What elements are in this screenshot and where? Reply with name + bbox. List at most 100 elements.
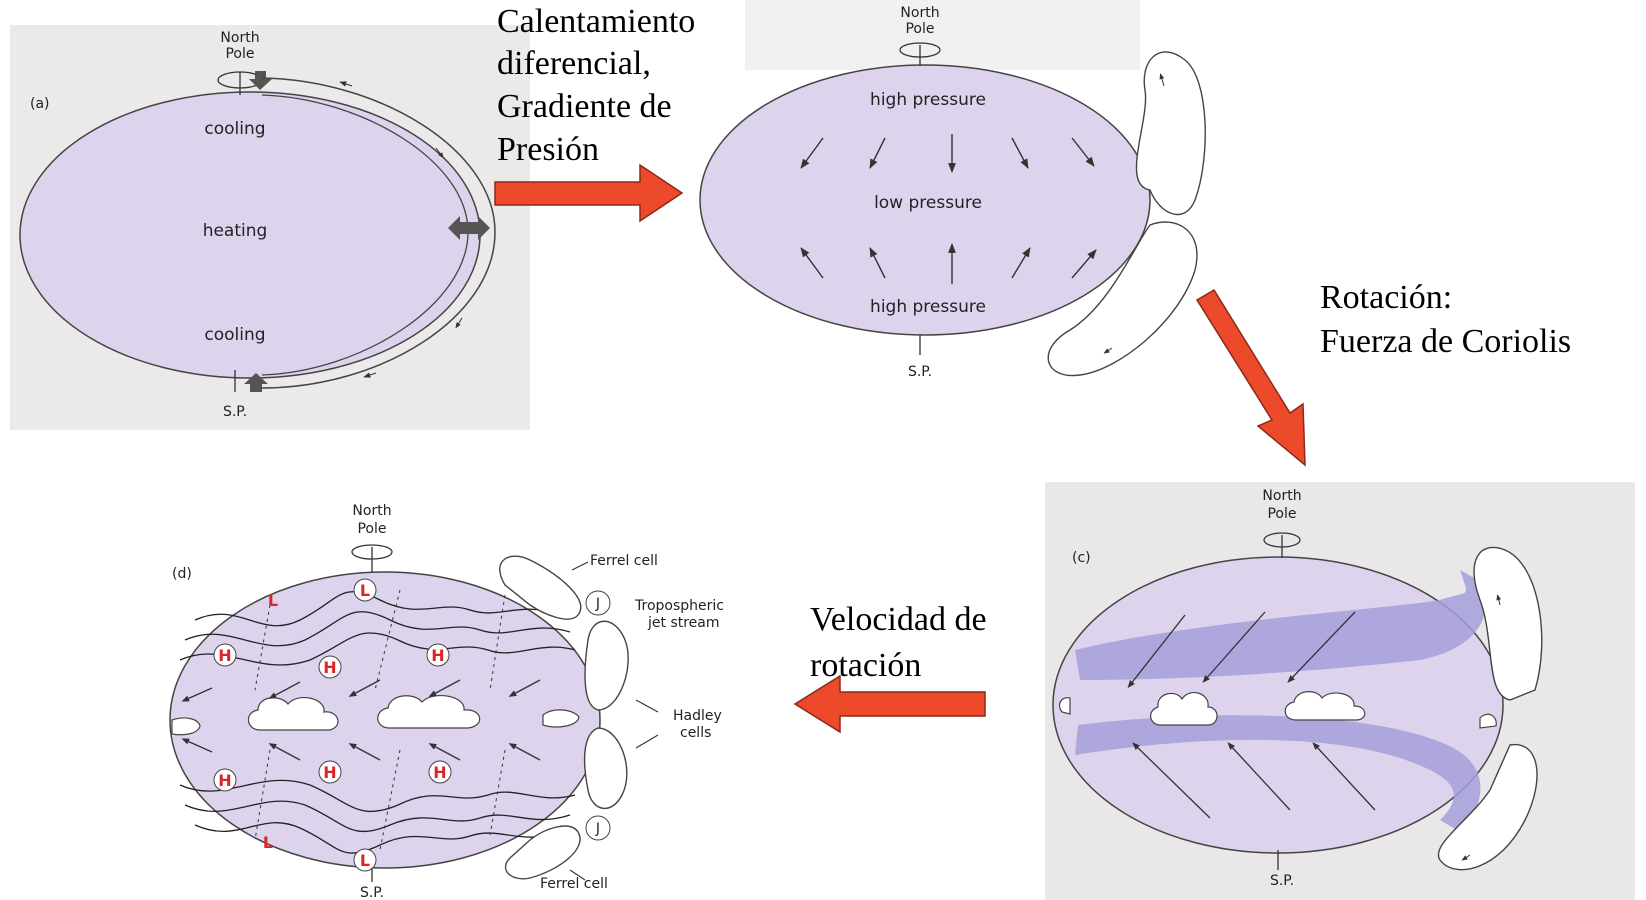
convection-cell-south xyxy=(1047,221,1198,377)
low-pressure-marker: L xyxy=(268,591,278,610)
low-pressure-label: low pressure xyxy=(874,193,982,213)
hadley-cell-north-shape xyxy=(584,620,629,711)
caption-line: Presión xyxy=(497,131,599,168)
downward-block-arrow-icon xyxy=(249,71,272,90)
north-pole-label-line1: North xyxy=(352,503,391,519)
jet-label-top: J xyxy=(595,596,600,612)
svg-text:H: H xyxy=(323,763,336,782)
high-pressure-marker: H xyxy=(426,643,450,667)
low-pressure-marker: L xyxy=(263,833,273,852)
south-pole-label-a: S.P. xyxy=(223,404,247,420)
caption-line: Gradiente de xyxy=(497,88,672,125)
wind-arrow xyxy=(800,137,824,169)
panel-c-tag: (c) xyxy=(1072,550,1091,566)
jet-stream-marker-top xyxy=(585,590,611,616)
svg-text:L: L xyxy=(268,591,278,610)
panel-c: (c) North Pole S.P. xyxy=(1045,482,1635,900)
heating-label: heating xyxy=(203,221,268,241)
ferrel-cell-south-shape xyxy=(504,825,581,880)
cloud-icon xyxy=(1284,691,1366,721)
north-pole-label-line1: North xyxy=(1262,488,1301,504)
north-pole-label-line2: Pole xyxy=(1267,506,1296,522)
svg-text:H: H xyxy=(433,763,446,782)
wind-arrow xyxy=(508,679,541,697)
wind-arrow xyxy=(869,137,886,169)
cells-label: cells xyxy=(680,725,711,741)
wind-arrow xyxy=(869,247,886,279)
cloud-icon xyxy=(1479,713,1497,729)
tropospheric-label: Tropospheric xyxy=(634,598,724,614)
red-arrow-right xyxy=(494,163,684,223)
caption-rotation-speed: Velocidad de rotación xyxy=(810,601,987,684)
cloud-icon xyxy=(377,694,481,729)
panel-a-tag: (a) xyxy=(30,96,50,112)
wind-arrow xyxy=(348,743,381,761)
wind-arrow xyxy=(268,681,301,699)
svg-text:L: L xyxy=(263,833,273,852)
svg-text:H: H xyxy=(323,658,336,677)
wind-arrow xyxy=(1312,742,1376,811)
high-pressure-marker: H xyxy=(428,760,452,784)
convection-cell-north xyxy=(1473,546,1543,701)
low-pressure-marker: L xyxy=(353,578,377,602)
cloud-icon xyxy=(171,717,201,736)
ferrel-cell-top-label: Ferrel cell xyxy=(590,553,658,569)
caption-line: Rotación: xyxy=(1320,279,1452,316)
south-pole-label-c: S.P. xyxy=(1270,873,1294,889)
circulation-loop xyxy=(261,77,496,389)
wind-arrow xyxy=(428,679,461,697)
south-pole-label-d: S.P. xyxy=(360,885,384,900)
cloud-icon xyxy=(247,696,339,731)
cloud-icon xyxy=(1058,697,1071,715)
ferrel-cell-north-shape xyxy=(499,555,582,620)
north-pole-label-line1: North xyxy=(220,30,259,46)
caption-line: Velocidad de xyxy=(810,601,987,638)
wind-arrow xyxy=(1071,137,1095,167)
caption-line: rotación xyxy=(810,647,921,684)
panel-d: (d) North Pole L L L xyxy=(169,503,724,900)
wind-arrow xyxy=(1127,614,1186,689)
cloud-icon xyxy=(1150,691,1218,726)
wind-arrow xyxy=(1011,247,1031,279)
north-pole-label-line2: Pole xyxy=(357,521,386,537)
cooling-bottom-label: cooling xyxy=(204,325,265,345)
wind-arrow xyxy=(181,738,213,753)
svg-text:L: L xyxy=(360,851,370,870)
high-pressure-bottom-label: high pressure xyxy=(870,297,986,317)
high-pressure-top-label: high pressure xyxy=(870,90,986,110)
wind-arrow xyxy=(348,679,381,697)
panel-b: North Pole high pressure low pressure hi… xyxy=(699,0,1206,380)
red-arrow-diagonal xyxy=(1195,288,1306,467)
high-pressure-marker: H xyxy=(318,760,342,784)
caption-line: Calentamiento xyxy=(497,3,695,40)
wind-arrow xyxy=(268,743,301,761)
north-pole-label-line2: Pole xyxy=(905,21,934,37)
earth-globe-b xyxy=(699,64,1151,336)
wind-band-south xyxy=(1075,715,1481,832)
wind-arrow xyxy=(1071,249,1097,279)
hadley-label: Hadley xyxy=(673,708,722,724)
convection-cell-south xyxy=(1437,744,1538,871)
svg-text:H: H xyxy=(218,771,231,790)
wind-arrow xyxy=(1287,611,1356,683)
wind-arrow xyxy=(800,247,824,279)
wind-arrow xyxy=(1011,137,1029,169)
hadley-cell-south-shape xyxy=(583,727,628,810)
north-pole-label-line2: Pole xyxy=(225,46,254,62)
cooling-top-label: cooling xyxy=(204,119,265,139)
ferrel-cell-bottom-label: Ferrel cell xyxy=(540,876,608,892)
red-arrow-left xyxy=(793,674,986,734)
panel-a: (a) North Pole cooling heating cooling S… xyxy=(10,25,530,430)
panel-d-tag: (d) xyxy=(172,566,192,582)
jet-stream-marker-bottom xyxy=(585,815,611,841)
jet-stream-label: jet stream xyxy=(647,615,720,631)
jet-label-bottom: J xyxy=(595,821,600,837)
double-arrow-icon xyxy=(448,216,490,240)
wind-arrow xyxy=(181,687,213,702)
convection-cell-north xyxy=(1135,51,1206,216)
svg-text:H: H xyxy=(218,646,231,665)
svg-text:L: L xyxy=(360,581,370,600)
svg-text:H: H xyxy=(431,646,444,665)
high-pressure-marker: H xyxy=(213,643,237,667)
